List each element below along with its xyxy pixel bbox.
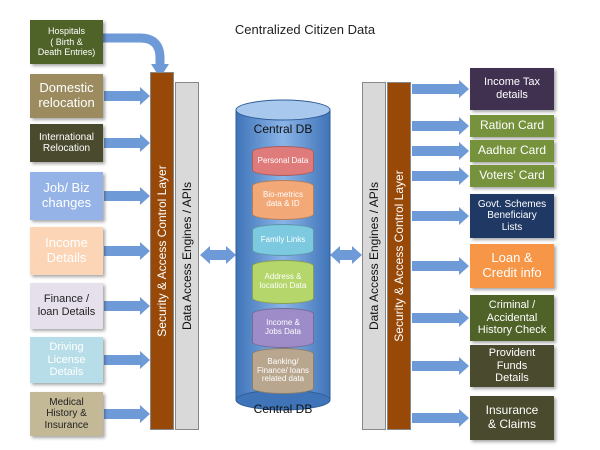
output-arrow	[412, 309, 469, 327]
db-segment: Family Links	[252, 224, 314, 256]
input-box: Medical History & Insurance	[30, 392, 103, 436]
input-arrow	[104, 187, 150, 205]
right-security-label: Security & Access Control Layer	[392, 170, 406, 342]
input-arrow	[104, 242, 150, 260]
hospitals-arrow-head	[151, 64, 169, 78]
output-box: Voters’ Card	[470, 165, 554, 187]
output-arrow	[412, 357, 469, 375]
output-box: Aadhar Card	[470, 140, 554, 162]
output-arrow	[412, 167, 469, 185]
output-box: Income Tax details	[470, 68, 554, 110]
output-box: Insurance & Claims	[470, 396, 554, 440]
db-segment: Bio-metrics data & ID	[252, 180, 314, 220]
output-arrow	[412, 117, 469, 135]
output-box: Govt. Schemes Beneficiary Lists	[470, 194, 554, 238]
right-data-access-engines: Data Access Engines / APIs	[362, 82, 386, 430]
central-db-footer-label: Central DB	[253, 402, 313, 416]
left-data-access-engines: Data Access Engines / APIs	[175, 82, 199, 430]
output-arrow	[412, 142, 469, 160]
db-segment: Address & location Data	[252, 260, 314, 304]
right-security-access-control-layer: Security & Access Control Layer	[387, 82, 411, 430]
output-arrow	[412, 80, 469, 98]
db-segment: Banking/ Finance/ loans related data	[252, 348, 314, 394]
input-arrow	[104, 297, 150, 315]
diagram-title: Centralized Citizen Data	[234, 22, 376, 37]
left-engines-label: Data Access Engines / APIs	[180, 181, 194, 331]
output-box: Provident Funds Details	[470, 345, 554, 387]
input-arrow	[104, 87, 150, 105]
input-box: Finance / loan Details	[30, 283, 103, 329]
output-arrow	[412, 409, 469, 427]
central-db-label: Central DB	[253, 122, 313, 136]
hospitals-arrow	[103, 33, 165, 66]
left-security-access-control-layer: Security & Access Control Layer	[150, 72, 174, 430]
input-box: Job/ Biz changes	[30, 172, 103, 220]
input-arrow	[104, 351, 150, 369]
input-box: Domestic relocation	[30, 74, 103, 118]
arrows-layer	[103, 33, 469, 427]
db-segment: Personal Data	[252, 146, 314, 176]
output-box: Criminal / Accidental History Check	[470, 295, 554, 341]
input-box: Driving License Details	[30, 337, 103, 383]
input-arrow	[104, 405, 150, 423]
input-box: International Relocation	[30, 124, 103, 162]
db-segment: Income & Jobs Data	[252, 308, 314, 348]
input-box: Hospitals ( Birth & Death Entries)	[30, 20, 103, 64]
right-db-double-arrow	[330, 246, 362, 264]
output-box: Ration Card	[470, 115, 554, 137]
input-box: Income Details	[30, 227, 103, 275]
left-security-label: Security & Access Control Layer	[155, 165, 169, 337]
output-arrow	[412, 207, 469, 225]
left-db-double-arrow	[200, 246, 236, 264]
output-box: Loan & Credit info	[470, 244, 554, 288]
output-arrow	[412, 257, 469, 275]
right-engines-label: Data Access Engines / APIs	[367, 181, 381, 331]
input-arrow	[104, 134, 150, 152]
